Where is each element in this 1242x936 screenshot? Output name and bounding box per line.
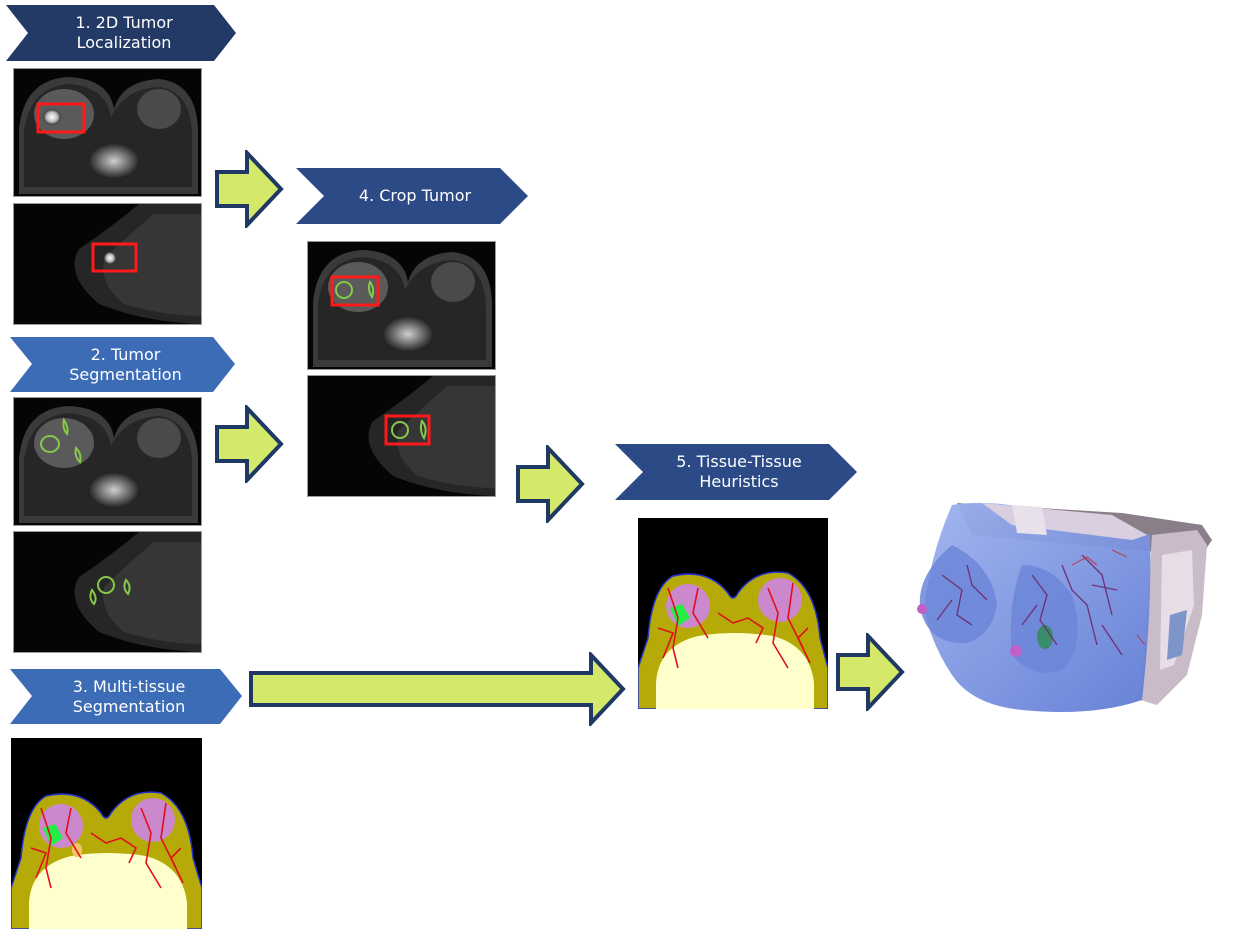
sagittal-mri-segmentation — [13, 531, 202, 653]
step-5-label: 5. Tissue-Tissue Heuristics — [676, 452, 802, 491]
arrow-step5-to-model — [836, 633, 905, 711]
step-3-banner: 3. Multi-tissue Segmentation — [10, 669, 242, 724]
axial-mri-segmentation — [13, 397, 202, 526]
arrow-step2-to-step4 — [215, 405, 284, 483]
step-4-banner: 4. Crop Tumor — [296, 168, 528, 224]
step-3-label: 3. Multi-tissue Segmentation — [72, 676, 186, 716]
axial-mri-crop — [307, 241, 496, 370]
multi-tissue-segmentation-map — [11, 738, 202, 929]
step-2-banner: 2. Tumor Segmentation — [10, 337, 235, 392]
breast-3d-model — [917, 502, 1212, 713]
axial-mri-localization — [13, 68, 202, 197]
arrow-step3-to-step5 — [249, 652, 626, 726]
step-1-banner: 1. 2D Tumor Localization — [6, 5, 236, 61]
arrow-step1-to-step4 — [215, 150, 284, 228]
step-1-label: 1. 2D Tumor Localization — [75, 13, 173, 52]
step-2-label: 2. Tumor Segmentation — [69, 344, 182, 384]
step-4-label: 4. Crop Tumor — [358, 186, 472, 205]
sagittal-mri-crop — [307, 375, 496, 497]
tissue-heuristics-map — [638, 518, 828, 709]
step-5-banner: 5. Tissue-Tissue Heuristics — [615, 444, 857, 500]
arrow-step4-to-step5 — [516, 445, 585, 523]
sagittal-mri-localization — [13, 203, 202, 325]
